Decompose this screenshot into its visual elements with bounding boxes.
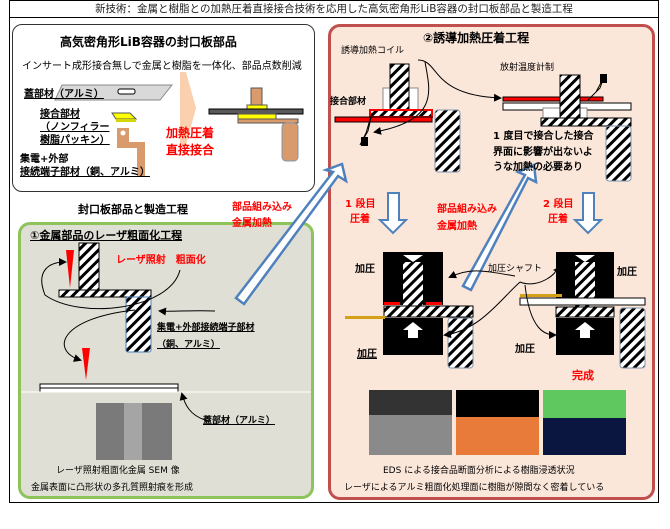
step1-terminal-label-1: 集電+外部接続端子部材 <box>157 323 255 333</box>
terminal-label-1: 集電+外部 <box>20 154 69 165</box>
assemble-label-b-2: 金属加熱 <box>437 221 477 232</box>
coil-pointer <box>417 59 502 102</box>
lid-label: 蓋部材（アルミ） <box>24 89 104 100</box>
eds-images <box>369 390 626 455</box>
note-line-1: 1 度目で接合した接合 <box>493 131 594 142</box>
stage1-label-1: 1 段目 <box>345 199 376 210</box>
step1-terminal-label-2: （銅、アルミ） <box>157 340 220 350</box>
eds-caption-2: レーザによるアルミ粗面化処理面に樹脂が隙間なく密着している <box>344 483 605 493</box>
sem-caption-1: レーザ照射粗面化金属 SEM 像 <box>56 466 180 476</box>
joint-part-drawing <box>111 112 138 122</box>
press-stage2 <box>519 252 646 369</box>
eds-caption-1: EDS による接合品断面分析による樹脂浸透状況 <box>383 466 575 476</box>
laser-label: レーザ照射 粗面化 <box>116 255 206 266</box>
pressure-label-3: 加圧 <box>515 344 535 355</box>
assemble-label-a-2: 金属加熱 <box>232 218 272 229</box>
step1-heading: ①金属部品のレーザ粗面化工程 <box>30 229 183 242</box>
stage1-down-arrow <box>377 192 409 235</box>
induction-diagram-1 <box>334 63 461 173</box>
laser-beam-icon <box>66 250 74 288</box>
thermometer-label: 放射温度計制 <box>500 63 555 73</box>
note-line-2: 界面に影響が出ないよ <box>493 147 593 158</box>
section-heading: 封口板部品と製造工程 <box>78 203 188 216</box>
stage2-down-arrow <box>572 192 604 235</box>
joint-label-2: （ノンフィラー <box>40 122 110 133</box>
pressure-label-4: 加圧 <box>617 267 637 278</box>
press-stage1 <box>345 252 474 369</box>
assemble-arrow-1 <box>234 162 348 306</box>
process-arrow <box>180 72 196 145</box>
joint-material-label: 接合部材 <box>330 97 367 107</box>
joint-label-1: 接合部材 <box>40 109 80 120</box>
complete-label: 完成 <box>572 369 594 382</box>
coil-pointer-2 <box>373 61 430 135</box>
step2-heading: ②誘導加熱圧着工程 <box>423 31 530 45</box>
stage1-label-2: 圧着 <box>350 214 370 225</box>
terminal-label-2: 接続端子部材（銅、アルミ） <box>20 167 150 178</box>
parts-heading: 高気密角形LiB容器の封口板部品 <box>60 35 237 49</box>
coil-label: 誘導加熱コイル <box>341 46 405 56</box>
process-label-1: 加熱圧着 <box>166 126 215 140</box>
pressure-label-2: 加圧 <box>357 349 377 360</box>
terminal-part-drawing <box>117 128 145 176</box>
note-line-3: うな加熱の必要あり <box>493 162 583 173</box>
laser-terminal-drawing <box>21 242 311 460</box>
stage2-label-1: 2 段目 <box>543 199 574 210</box>
page-title: 新技術：金属と樹脂との加熱圧着直接接合技術を応用した高気密角形LiB容器の封口板… <box>9 0 659 18</box>
laser-beam-icon-2 <box>82 348 90 380</box>
step1-lid-label: 蓋部材（アルミ） <box>203 416 275 426</box>
induction-diagram-2 <box>502 74 632 182</box>
sem-caption-2: 金属表面に凸形状の多孔質照射痕を形成 <box>31 483 194 493</box>
assembled-part-drawing <box>208 87 304 162</box>
joint-label-3: 樹脂パッキン） <box>40 135 110 146</box>
pressure-label-1: 加圧 <box>355 264 375 275</box>
outer-frame <box>9 0 659 503</box>
stage2-label-2: 圧着 <box>548 214 568 225</box>
parts-subtitle: インサート成形接合無しで金属と樹脂を一体化、部品点数削減 <box>22 61 302 72</box>
assemble-label-b-1: 部品組み込み <box>437 204 497 215</box>
shaft-label: 加圧シャフト <box>488 264 543 274</box>
assemble-label-a-1: 部品組み込み <box>232 202 292 213</box>
process-label-2: 直接接合 <box>166 143 215 157</box>
lid-part-drawing <box>54 84 174 101</box>
